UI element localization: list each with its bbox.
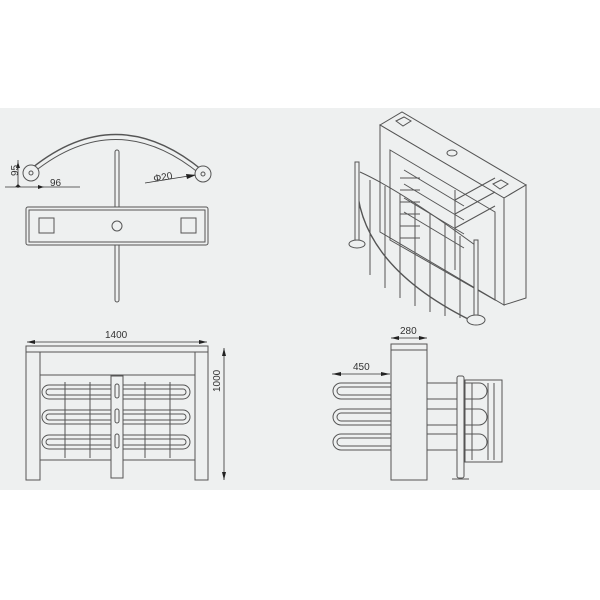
side-column bbox=[390, 349, 428, 481]
dim-arrow bbox=[186, 174, 196, 179]
dim-1000-label: 1000 bbox=[212, 369, 223, 392]
fence-post-left bbox=[354, 161, 360, 245]
top-hole bbox=[446, 149, 458, 157]
fence-post-left-base bbox=[348, 239, 366, 249]
dim-95-label: 95 bbox=[10, 164, 21, 176]
left-flange-center bbox=[28, 170, 34, 176]
dim-arrow bbox=[15, 184, 21, 187]
arm-loop bbox=[332, 382, 391, 400]
dim-phi20-label: Φ20 bbox=[153, 171, 174, 185]
post-slot bbox=[114, 408, 120, 424]
fence-arc-outer bbox=[31, 133, 203, 171]
dim-arrow bbox=[391, 336, 399, 340]
isometric-view bbox=[348, 111, 527, 326]
side-arms bbox=[332, 379, 503, 463]
square-right bbox=[180, 217, 197, 234]
square-left bbox=[38, 217, 55, 234]
front-center-post bbox=[110, 375, 124, 479]
center-hole bbox=[111, 220, 123, 232]
post-slot bbox=[114, 433, 120, 449]
gate-opening bbox=[389, 149, 496, 301]
dim-96-label: 96 bbox=[50, 178, 62, 189]
fence-post-right-base bbox=[466, 314, 486, 326]
arm-loops-right bbox=[427, 382, 488, 451]
dim-arrow bbox=[381, 372, 390, 376]
dim-arrow bbox=[16, 162, 20, 168]
housing-side bbox=[503, 184, 527, 306]
dim-280-label: 280 bbox=[400, 326, 417, 337]
top-housing-inner bbox=[28, 209, 206, 243]
top-view: 95 96 Φ20 bbox=[5, 133, 212, 303]
arm-loop bbox=[332, 433, 391, 451]
fence-top-rail bbox=[359, 171, 476, 246]
post-slot bbox=[114, 383, 120, 399]
dim-1400-label: 1400 bbox=[105, 330, 128, 341]
dim-arrow bbox=[222, 472, 226, 480]
top-housing-outer bbox=[25, 206, 209, 246]
side-column-cap bbox=[390, 343, 428, 351]
arm-bars-left bbox=[403, 169, 465, 249]
top-square-2 bbox=[492, 179, 509, 190]
side-post bbox=[456, 375, 465, 479]
dim-arrow bbox=[27, 340, 35, 344]
front-top-beam bbox=[25, 345, 209, 353]
arm-bars-right bbox=[454, 177, 496, 229]
side-fence-frame bbox=[464, 379, 503, 463]
arm-loop bbox=[332, 408, 391, 426]
iso-arms bbox=[400, 169, 496, 270]
fence-post-right bbox=[473, 239, 479, 319]
front-post-left bbox=[25, 351, 41, 481]
dim-450-label: 450 bbox=[353, 362, 370, 373]
side-view: 280 450 bbox=[332, 326, 503, 481]
fence-bars bbox=[369, 180, 461, 318]
right-flange bbox=[194, 165, 212, 183]
dim-arrow bbox=[199, 340, 207, 344]
dim-arrow bbox=[38, 185, 44, 189]
fence-arc-inner bbox=[33, 139, 201, 175]
dim-arrow bbox=[419, 336, 427, 340]
left-flange bbox=[22, 164, 40, 182]
front-post-right bbox=[194, 351, 209, 481]
dim-arrow bbox=[332, 372, 341, 376]
front-view: 1400 1000 bbox=[25, 330, 226, 481]
top-square-1 bbox=[395, 116, 412, 127]
right-flange-center bbox=[200, 171, 206, 177]
dim-arrow bbox=[222, 348, 226, 356]
